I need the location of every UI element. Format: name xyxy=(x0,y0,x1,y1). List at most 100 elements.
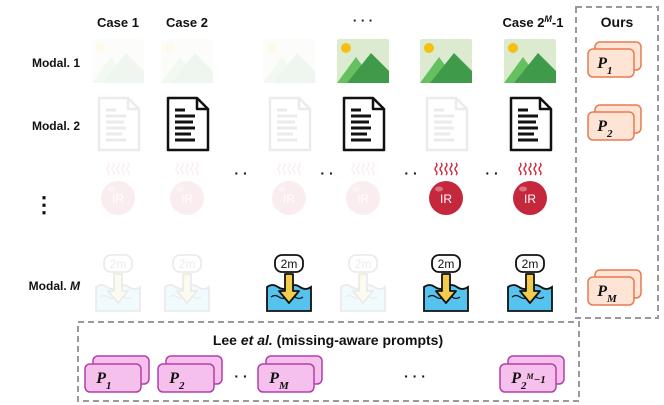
water-wave xyxy=(99,294,133,300)
heat-wave xyxy=(366,162,370,176)
depth-label-box xyxy=(348,254,378,273)
ir-sphere xyxy=(513,181,547,215)
lee-title: Lee et al. (missing-aware prompts) xyxy=(213,332,443,348)
heat-wave xyxy=(106,162,110,176)
prompt-base: P xyxy=(596,118,607,135)
prompt-label: PM xyxy=(596,283,618,305)
depth-icon: 2m xyxy=(507,254,553,312)
heat-wave xyxy=(287,162,291,176)
mountain-large xyxy=(514,53,556,83)
heat-wave xyxy=(371,162,375,176)
infrared-icon: IR xyxy=(272,162,306,215)
prompt-base: P xyxy=(510,370,521,387)
water-body xyxy=(340,284,386,312)
depth-label-box xyxy=(103,254,133,273)
image-icon xyxy=(263,39,315,83)
row-label-modal-m-prefix: Modal. xyxy=(29,279,70,293)
heat-wave xyxy=(533,162,537,176)
heat-wave xyxy=(121,162,125,176)
prompt-card-front xyxy=(587,276,635,306)
heat-wave xyxy=(195,162,199,176)
depth-label-box xyxy=(274,254,304,273)
lee-dashed-box xyxy=(77,321,580,402)
prompt-card-front xyxy=(499,363,557,393)
water-wave xyxy=(344,294,378,300)
prompt-card: P1 xyxy=(587,41,642,78)
ours-dashed-box xyxy=(575,6,659,319)
document-fold xyxy=(297,98,310,111)
image-icon xyxy=(420,39,472,83)
depth-icon: 2m xyxy=(423,254,469,312)
prompt-base: P xyxy=(596,55,607,72)
ir-text: IR xyxy=(524,192,536,206)
ir-highlight xyxy=(352,187,360,192)
header-case-last: Case 2M-1 xyxy=(503,14,564,30)
depth-label-box xyxy=(172,254,202,273)
ir-highlight xyxy=(278,187,286,192)
heat-wave xyxy=(439,162,443,176)
prompt-card-front xyxy=(157,363,215,393)
document-fold xyxy=(195,98,208,111)
document-page xyxy=(268,96,312,152)
image-icon xyxy=(92,39,144,83)
mountain-large xyxy=(347,53,389,83)
document-page xyxy=(425,96,469,152)
down-arrow xyxy=(519,273,541,304)
prompt-card: PM xyxy=(587,269,642,306)
depth-icon: 2m xyxy=(95,254,141,312)
heat-wave xyxy=(297,162,301,176)
depth-label-box xyxy=(431,254,461,273)
heat-wave xyxy=(292,162,296,176)
heat-wave xyxy=(351,162,355,176)
sun-shape xyxy=(96,43,106,53)
mountain-small xyxy=(161,57,199,83)
prompt-sub-suffix: −1 xyxy=(534,374,546,386)
ir-text: IR xyxy=(181,192,193,206)
heat-wave xyxy=(444,162,448,176)
prompt-label: P2 xyxy=(596,118,613,140)
gap-dots-2: · · xyxy=(320,165,333,181)
document-icon xyxy=(97,96,141,152)
depth-label: 2m xyxy=(110,257,127,271)
prompt-sub: 1 xyxy=(106,380,112,392)
heat-wave xyxy=(175,162,179,176)
ir-sphere xyxy=(429,181,463,215)
prompt-sub: 2 xyxy=(520,380,527,392)
ir-highlight xyxy=(519,186,527,192)
down-arrow xyxy=(176,273,198,304)
heat-wave xyxy=(277,162,281,176)
depth-label: 2m xyxy=(522,257,539,271)
prompt-card: P2 xyxy=(157,355,223,393)
depth-icon: 2m xyxy=(164,254,210,312)
prompt-sub-sup: M xyxy=(525,372,534,381)
ir-highlight xyxy=(435,186,443,192)
depth-icon: 2m xyxy=(340,254,386,312)
heat-wave xyxy=(538,162,542,176)
document-fold xyxy=(454,98,467,111)
down-arrow xyxy=(107,273,129,304)
heat-wave xyxy=(190,162,194,176)
prompt-card-front xyxy=(587,111,635,141)
heat-wave xyxy=(454,162,458,176)
heat-wave xyxy=(361,162,365,176)
prompt-base: P xyxy=(268,370,279,387)
document-icon xyxy=(268,96,312,152)
document-fold xyxy=(538,98,551,111)
water-wave xyxy=(168,294,202,300)
prompt-card-front xyxy=(84,363,142,393)
mountain-large xyxy=(273,53,315,83)
prompt-sub: 2 xyxy=(606,128,613,140)
image-icon xyxy=(504,39,556,83)
header-last-sup: M xyxy=(544,14,552,24)
header-last-suffix: -1 xyxy=(552,15,564,30)
infrared-icon: IR xyxy=(101,162,135,215)
header-case-2: Case 2 xyxy=(166,15,208,30)
depth-icon: 2m xyxy=(266,254,312,312)
ir-sphere xyxy=(101,181,135,215)
prompt-card: PM xyxy=(257,355,323,393)
gap-dots-3: · · xyxy=(404,165,417,181)
